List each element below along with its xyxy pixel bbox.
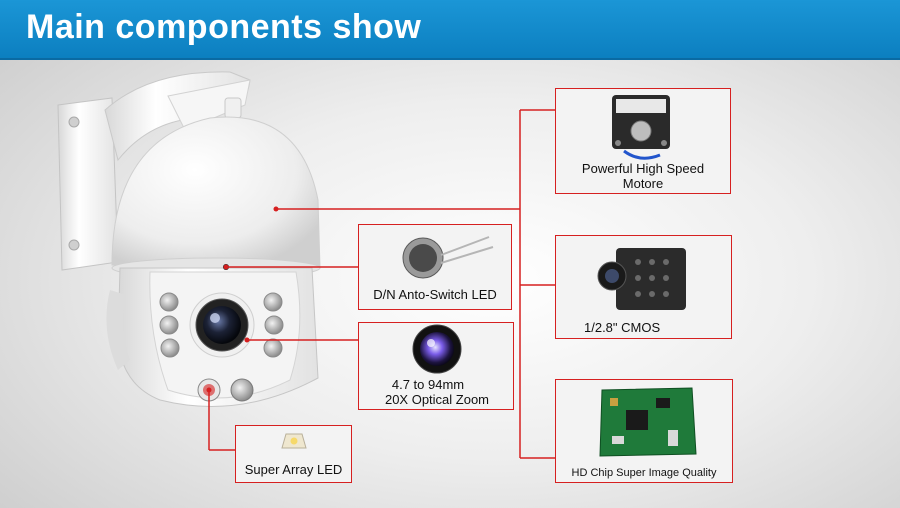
- stepper-motor-image: [612, 95, 670, 160]
- zoom-lens-image: [412, 324, 462, 374]
- led-chip-image: [281, 433, 307, 449]
- lens-callout: 4.7 to 94mm 20X Optical Zoom: [358, 322, 514, 410]
- chip-label: HD Chip Super Image Quality: [571, 467, 717, 479]
- leader-dots: [206, 206, 279, 393]
- ir-led-array: [159, 292, 284, 358]
- motor-callout: Powerful High Speed Motore: [555, 88, 731, 194]
- photo-sensor-image: [402, 236, 494, 279]
- page-title: Main components show: [26, 8, 422, 46]
- dn-led-callout: D/N Anto-Switch LED: [358, 224, 512, 310]
- lens-label-line1: 4.7 to 94mm: [391, 377, 465, 392]
- camera-housing: [106, 116, 321, 407]
- motor-label-line1: Powerful High Speed: [581, 161, 705, 176]
- motor-label-line2: Motore: [622, 176, 664, 191]
- lens-label-line2: 20X Optical Zoom: [384, 392, 490, 407]
- cmos-callout: 1/2.8" CMOS: [555, 235, 732, 339]
- array-led-label: Super Array LED: [244, 462, 343, 477]
- pcb-board-image: [599, 387, 697, 457]
- wall-mount-bracket: [57, 71, 251, 271]
- array-led-callout: Super Array LED: [235, 425, 352, 483]
- cmos-module-image: [597, 248, 686, 310]
- header-banner: Main components show: [0, 0, 900, 60]
- chip-callout: HD Chip Super Image Quality: [555, 379, 733, 483]
- camera-lens: [189, 292, 255, 358]
- dn-led-label: D/N Anto-Switch LED: [373, 287, 497, 302]
- cmos-label: 1/2.8" CMOS: [584, 320, 661, 335]
- leader-lines: [208, 109, 555, 459]
